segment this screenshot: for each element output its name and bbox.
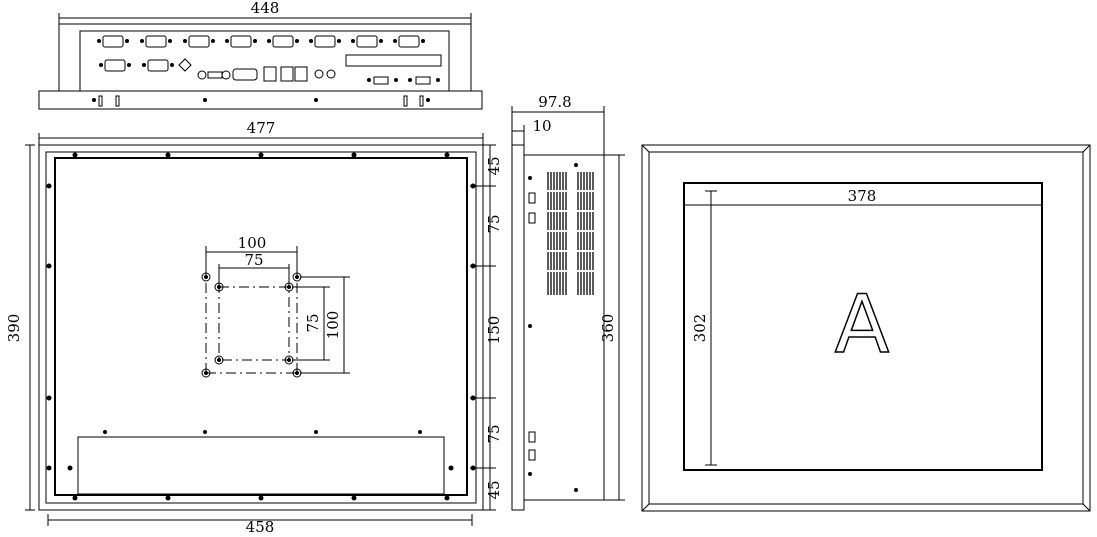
dim-screen-width: 378 — [848, 187, 877, 205]
dim-right-45-bottom: 45 — [485, 480, 503, 499]
dim-top-width: 448 — [251, 0, 280, 17]
dim-vesa-inner-w: 75 — [244, 251, 263, 269]
dim-vesa-inner-h: 75 — [304, 313, 322, 332]
rear-screws — [46, 152, 476, 501]
dim-side-depth: 97.8 — [538, 93, 571, 111]
ventilation-breaks — [546, 190, 596, 272]
dim-front-inner-width: 458 — [246, 518, 275, 536]
dim-screen-height: 302 — [691, 314, 709, 343]
screen-view: 378 302 A — [641, 144, 1091, 512]
dim-vesa-outer-w: 100 — [238, 234, 267, 252]
bottom-bracket-marks — [92, 95, 430, 107]
dim-front-height: 390 — [5, 314, 23, 343]
screen-label: A — [835, 278, 890, 371]
dim-vesa-outer-h: 100 — [324, 311, 342, 340]
top-view: 448 — [38, 0, 483, 110]
io-connectors — [178, 58, 440, 85]
vesa-mount: 100 75 75 100 — [201, 234, 350, 378]
dim-right-75-a: 75 — [485, 214, 503, 233]
dim-front-width: 477 — [247, 119, 276, 137]
dim-right-150: 150 — [485, 316, 503, 345]
side-view: 97.8 10 360 — [511, 93, 625, 511]
dim-side-height: 360 — [599, 314, 617, 343]
serial-ports — [97, 35, 425, 72]
ventilation-slots — [547, 172, 594, 295]
rear-view: 477 458 390 — [5, 119, 503, 536]
right-side-dimensions: 45 75 150 75 45 — [470, 144, 503, 511]
side-features — [528, 163, 578, 492]
dim-right-45-top: 45 — [485, 156, 503, 175]
dim-right-75-b: 75 — [485, 424, 503, 443]
dim-side-bezel: 10 — [532, 117, 551, 135]
